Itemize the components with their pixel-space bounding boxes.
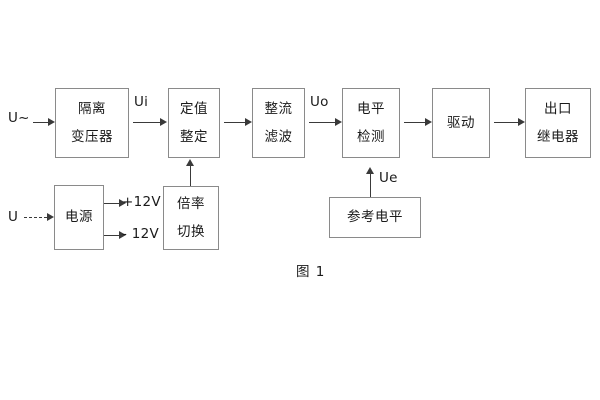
block-reference-level-line1: 参考电平 bbox=[347, 209, 403, 226]
arrow-isolation-transformer-to-setting-value bbox=[133, 118, 167, 127]
arrow-rectify-filter-to-level-detect bbox=[309, 118, 342, 127]
arrow-level-detect-to-drive bbox=[404, 118, 432, 127]
block-output-relay: 出口 继电器 bbox=[525, 88, 591, 158]
input-dc-label: U bbox=[8, 209, 19, 225]
arrow-drive-to-output-relay bbox=[494, 118, 525, 127]
arrow-input-dc-to-power-supply bbox=[24, 213, 54, 222]
block-isolation-transformer-line2: 变压器 bbox=[71, 129, 113, 145]
rail-negative-label: - 12V bbox=[122, 226, 160, 242]
block-isolation-transformer-line1: 隔离 bbox=[78, 100, 106, 117]
block-level-detect-line1: 电平 bbox=[357, 100, 385, 117]
block-isolation-transformer: 隔离 变压器 bbox=[55, 88, 129, 158]
input-ac-label: U~ bbox=[8, 110, 30, 126]
block-power-supply: 电源 bbox=[54, 185, 104, 250]
block-rectify-filter: 整流 滤波 bbox=[252, 88, 305, 158]
signal-ui-label: Ui bbox=[134, 94, 149, 110]
block-setting-value: 定值 整定 bbox=[168, 88, 220, 158]
figure-caption: 图 1 bbox=[296, 264, 326, 280]
arrow-multiplier-switch-to-setting-value bbox=[186, 159, 195, 186]
arrow-rail-negative bbox=[104, 231, 126, 240]
block-output-relay-line1: 出口 bbox=[544, 100, 572, 117]
arrow-reference-level-to-level-detect bbox=[366, 167, 375, 197]
block-level-detect-line2: 检测 bbox=[357, 129, 385, 145]
block-drive: 驱动 bbox=[432, 88, 490, 158]
block-power-supply-line1: 电源 bbox=[65, 209, 93, 226]
block-multiplier-switch: 倍率 切换 bbox=[163, 186, 219, 250]
arrow-setting-value-to-rectify-filter bbox=[224, 118, 252, 127]
signal-uo-label: Uo bbox=[310, 94, 329, 110]
signal-ue-label: Ue bbox=[379, 170, 398, 186]
block-reference-level: 参考电平 bbox=[329, 197, 421, 238]
block-level-detect: 电平 检测 bbox=[342, 88, 400, 158]
block-setting-value-line2: 整定 bbox=[180, 129, 208, 145]
block-drive-line1: 驱动 bbox=[447, 114, 475, 131]
block-output-relay-line2: 继电器 bbox=[537, 129, 579, 145]
arrow-input-ac-to-isolation-transformer bbox=[33, 118, 55, 127]
arrow-rail-positive bbox=[104, 199, 126, 208]
block-setting-value-line1: 定值 bbox=[180, 100, 208, 117]
block-multiplier-switch-line2: 切换 bbox=[177, 224, 205, 240]
block-rectify-filter-line2: 滤波 bbox=[264, 129, 293, 145]
block-rectify-filter-line1: 整流 bbox=[264, 100, 293, 117]
rail-positive-label: +12V bbox=[122, 194, 161, 210]
block-multiplier-switch-line1: 倍率 bbox=[177, 195, 205, 212]
